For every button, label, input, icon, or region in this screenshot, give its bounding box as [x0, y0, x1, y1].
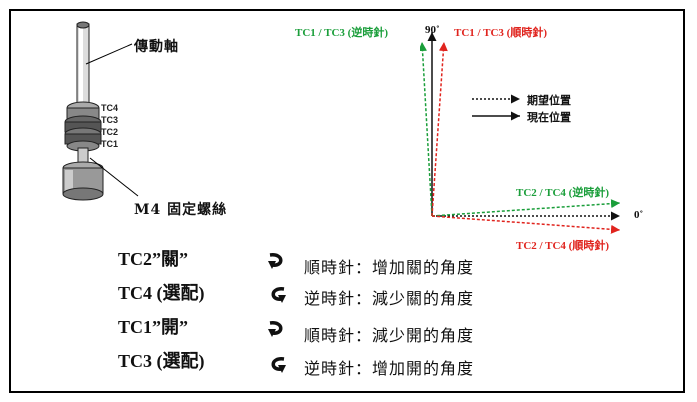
- zero-label: 0˚: [634, 209, 644, 221]
- legend-current-text: 現在位置: [527, 111, 571, 124]
- rule-desc: 順時針：減少開的角度: [304, 326, 475, 345]
- rule-row: TC2”關” 順時針：增加關的角度: [118, 245, 638, 279]
- rule-label: TC3 (選配): [118, 351, 205, 371]
- tc24-ccw-label: TC2 / TC4 (逆時針): [516, 187, 609, 199]
- drive-shaft-label: 傳動軸: [134, 39, 179, 55]
- tc24-ccw-line: [431, 199, 621, 217]
- counterclockwise-icon: [271, 287, 286, 303]
- rule-row: TC4 (選配) 逆時針：減少關的角度: [118, 279, 638, 313]
- tc24-cw-line: [431, 215, 621, 234]
- clockwise-icon: [268, 253, 283, 269]
- tc4-label: TC4: [101, 103, 119, 113]
- legend-expected-text: 期望位置: [527, 94, 571, 107]
- tc3-label: TC3: [101, 115, 119, 125]
- ninety-label: 90˚: [425, 24, 440, 36]
- tc24-cw-label: TC2 / TC4 (順時針): [516, 240, 609, 252]
- counterclockwise-icon: [271, 357, 286, 373]
- rule-label: TC2”關”: [118, 249, 189, 269]
- rule-label: TC4 (選配): [118, 283, 205, 303]
- angle-axes: [420, 32, 621, 234]
- tc2-label: TC2: [101, 127, 119, 137]
- clockwise-icon: [268, 321, 283, 337]
- shaft-illustration: [62, 21, 139, 201]
- tc-labels: TC4 TC3 TC2 TC1: [101, 102, 118, 150]
- rule-row: TC3 (選配) 逆時針：增加開的角度: [118, 347, 638, 381]
- rule-label: TC1”開”: [118, 317, 189, 337]
- tc13-cw-label: TC1 / TC3 (順時針): [454, 27, 547, 39]
- tc13-ccw-label: TC1 / TC3 (逆時針): [295, 27, 388, 39]
- rule-desc: 順時針：增加關的角度: [304, 258, 475, 277]
- screw-label: M4 固定螺絲: [134, 202, 228, 218]
- rule-desc: 逆時針：減少關的角度: [304, 289, 475, 308]
- rule-row: TC1”開” 順時針：減少開的角度: [118, 313, 638, 347]
- tc13-cw-line: [431, 41, 448, 217]
- tc1-label: TC1: [101, 139, 119, 149]
- rule-desc: 逆時針：增加開的角度: [304, 359, 475, 378]
- tc13-ccw-line: [420, 41, 433, 217]
- rules-list: TC2”關” 順時針：增加關的角度 TC4 (選配) 逆時針：減少關的角度 TC…: [118, 245, 638, 381]
- diagram-frame: [9, 9, 685, 393]
